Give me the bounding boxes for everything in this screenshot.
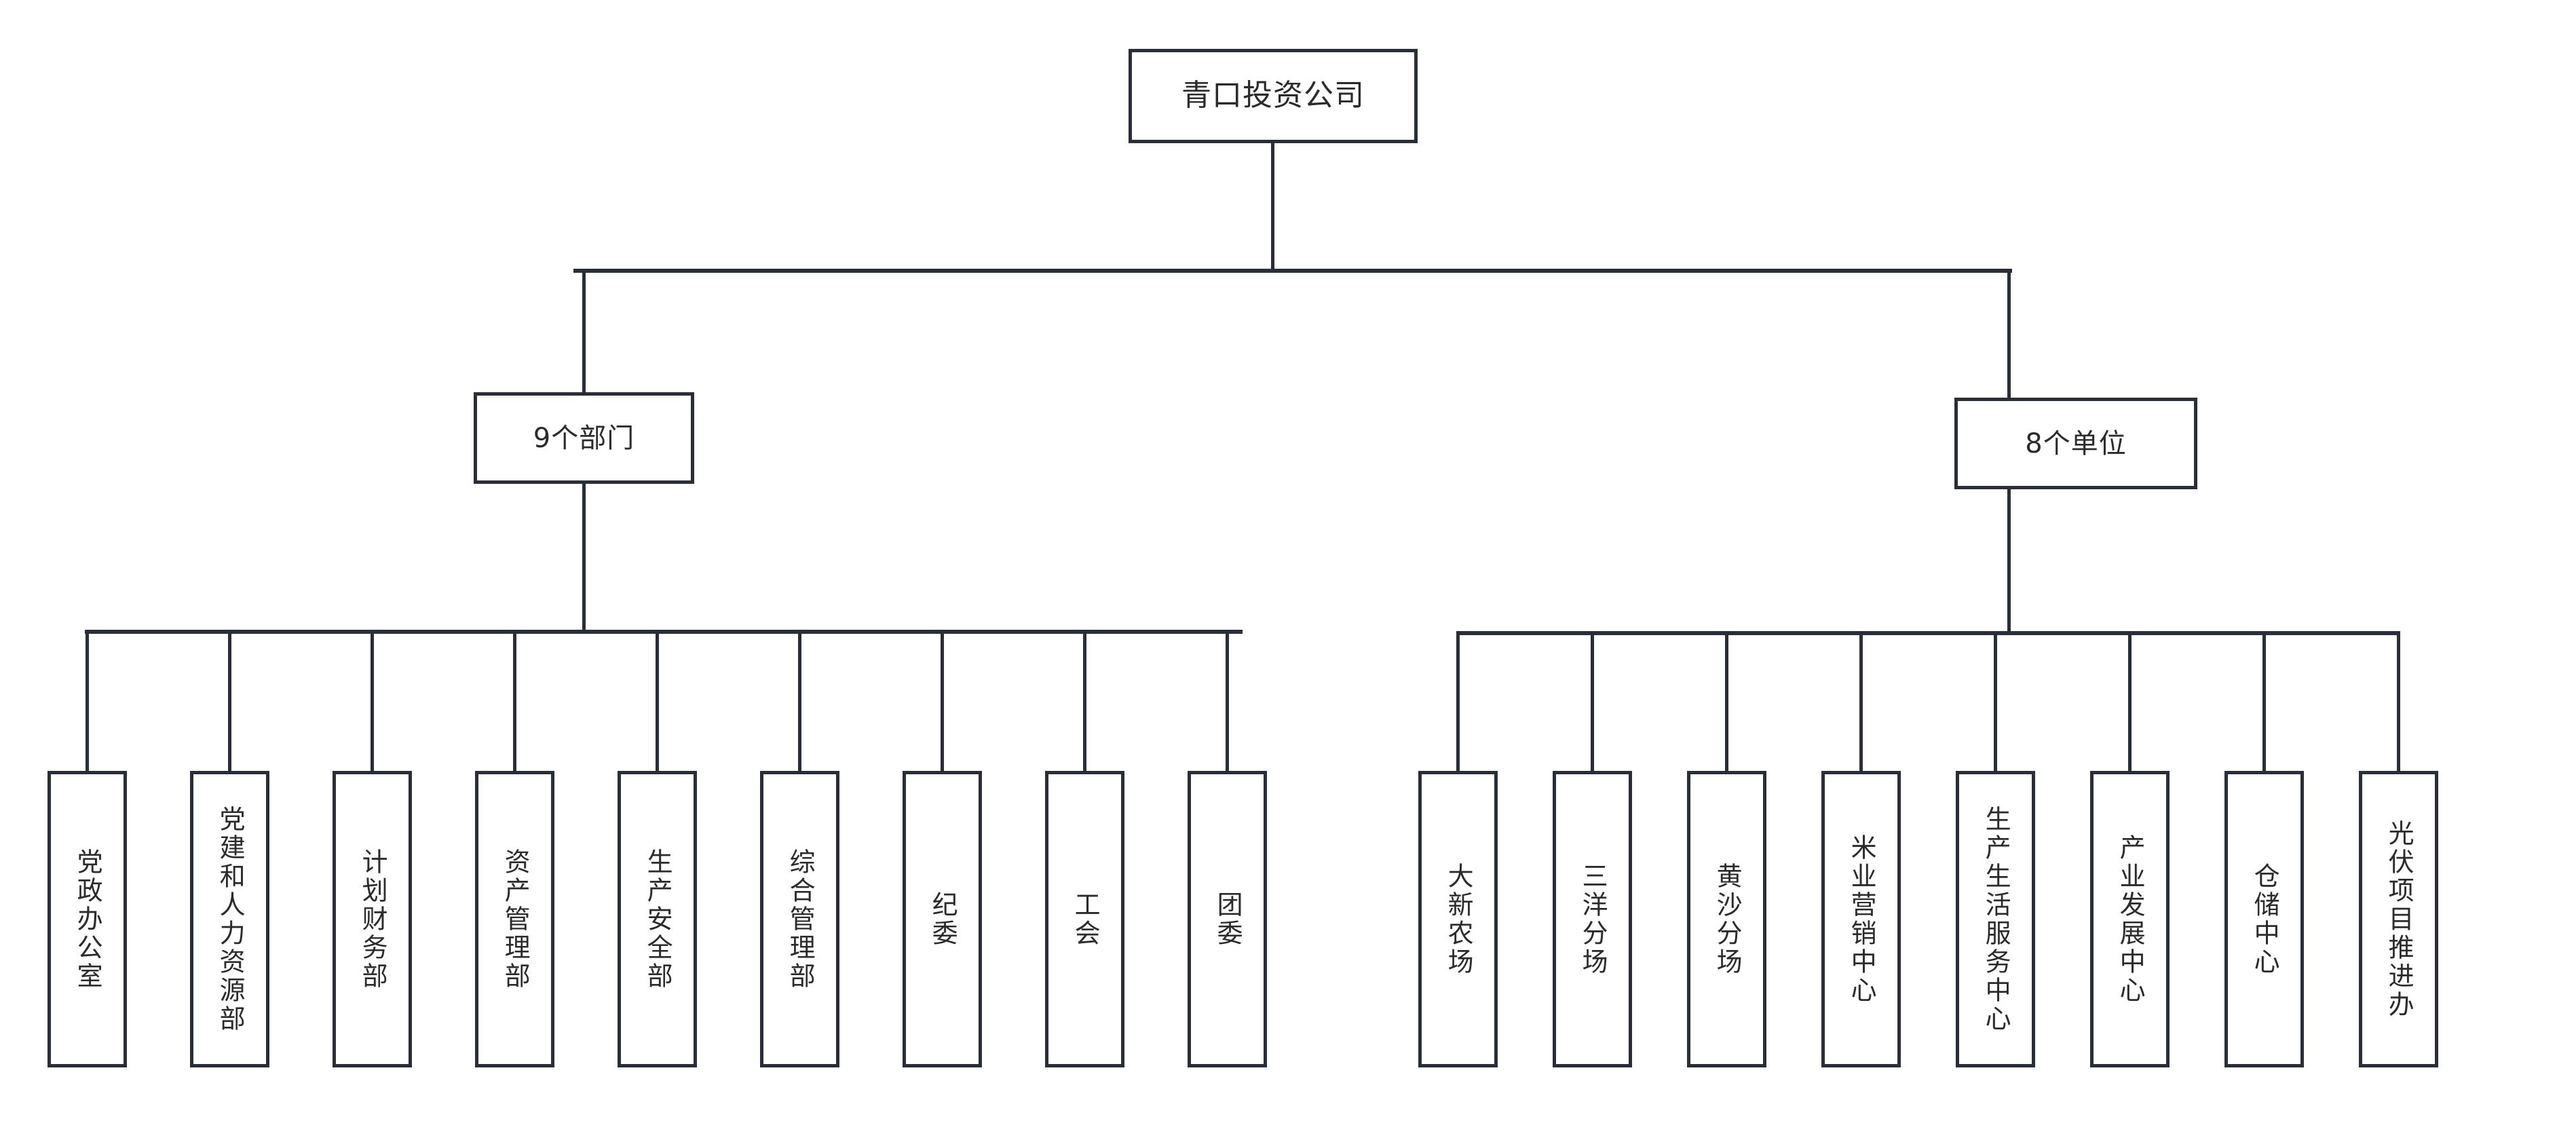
connector-department-drop-2 [228,630,231,772]
org-leaf-department-7[interactable]: 纪委 [903,771,982,1067]
org-leaf-label: 纪委 [928,890,958,948]
org-leaf-label: 黄沙分场 [1712,862,1743,976]
org-leaf-department-1[interactable]: 党政办公室 [48,771,127,1067]
connector-unit-drop-5 [1994,631,1997,772]
org-leaf-department-6[interactable]: 综合管理部 [760,771,839,1067]
org-leaf-label: 大新农场 [1443,862,1474,976]
org-leaf-department-3[interactable]: 计划财务部 [333,771,412,1067]
org-leaf-label: 资产管理部 [500,848,531,991]
connector-unit-drop-6 [2128,631,2132,772]
org-leaf-label: 产业发展中心 [2115,833,2146,1005]
org-leaf-unit-1[interactable]: 大新农场 [1418,771,1498,1067]
org-node-departments-group[interactable]: 9个部门 [474,392,694,484]
org-leaf-department-5[interactable]: 生产安全部 [618,771,697,1067]
connector-departments-bus [85,630,1243,634]
connector-level2-bus [573,269,2012,273]
connector-department-drop-5 [656,630,659,772]
org-leaf-label: 综合管理部 [785,848,816,991]
connector-units-bus [1456,631,2400,635]
connector-department-drop-1 [86,630,89,772]
connector-unit-drop-7 [2262,631,2266,772]
org-leaf-label: 党建和人力资源部 [215,805,246,1033]
connector-department-drop-7 [941,630,944,772]
connector-unit-drop-2 [1591,631,1594,772]
org-leaf-label: 光伏项目推进办 [2384,819,2414,1019]
org-leaf-unit-3[interactable]: 黄沙分场 [1687,771,1766,1067]
org-leaf-label: 三洋分场 [1578,862,1608,976]
org-leaf-unit-2[interactable]: 三洋分场 [1553,771,1632,1067]
org-leaf-department-8[interactable]: 工会 [1045,771,1124,1067]
org-leaf-label: 米业营销中心 [1846,833,1877,1005]
connector-unit-drop-1 [1456,631,1460,772]
connector-department-drop-8 [1083,630,1086,772]
connector-department-drop-9 [1226,630,1229,772]
org-leaf-unit-8[interactable]: 光伏项目推进办 [2359,771,2438,1067]
org-node-units-group[interactable]: 8个单位 [1954,398,2197,489]
connector-to-units [2007,269,2011,399]
connector-departments-stem [582,482,586,632]
org-leaf-label: 仓储中心 [2250,862,2280,976]
connector-unit-drop-8 [2397,631,2400,772]
org-leaf-label: 生产生活服务中心 [1981,805,2011,1033]
org-node-units-group-label: 8个单位 [2025,428,2127,459]
org-leaf-label: 工会 [1070,890,1101,948]
org-leaf-label: 生产安全部 [643,848,673,991]
connector-to-departments [582,269,586,394]
org-leaf-department-4[interactable]: 资产管理部 [475,771,554,1067]
org-node-departments-group-label: 9个部门 [533,422,635,454]
org-leaf-department-9[interactable]: 团委 [1188,771,1267,1067]
org-leaf-label: 团委 [1213,890,1243,948]
org-leaf-unit-6[interactable]: 产业发展中心 [2090,771,2170,1067]
org-leaf-unit-4[interactable]: 米业营销中心 [1821,771,1901,1067]
connector-unit-drop-4 [1859,631,1863,772]
connector-department-drop-4 [513,630,516,772]
org-node-root[interactable]: 青口投资公司 [1129,49,1418,143]
connector-unit-drop-3 [1725,631,1728,772]
org-leaf-label: 党政办公室 [73,848,103,991]
connector-department-drop-3 [371,630,374,772]
org-leaf-label: 计划财务部 [358,848,388,991]
org-node-root-label: 青口投资公司 [1181,78,1365,113]
connector-units-stem [2007,487,2011,634]
connector-department-drop-6 [798,630,801,772]
connector-root-stem [1271,141,1274,271]
org-leaf-unit-7[interactable]: 仓储中心 [2224,771,2304,1067]
org-leaf-department-2[interactable]: 党建和人力资源部 [190,771,269,1067]
org-leaf-unit-5[interactable]: 生产生活服务中心 [1956,771,2035,1067]
